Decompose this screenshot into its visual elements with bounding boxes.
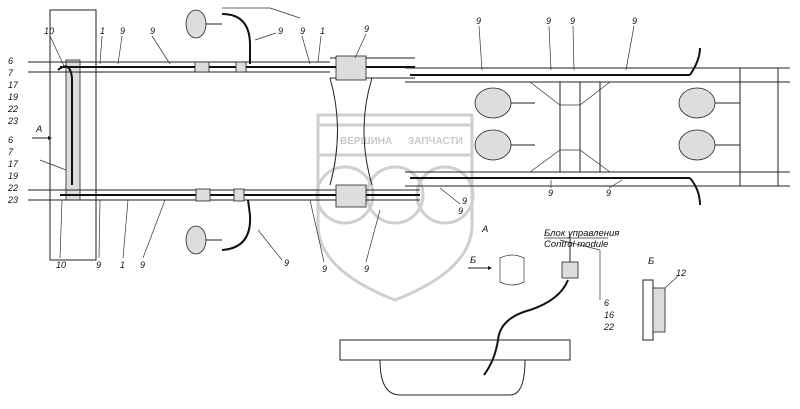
callout: 9 xyxy=(606,188,611,198)
callout: 9 xyxy=(278,26,283,36)
front-left-frame xyxy=(39,9,97,261)
watermark-shield: ВЕРШИНА ЗАПЧАСТИ xyxy=(315,113,475,302)
callout: 6 xyxy=(8,56,13,66)
callout: 23 xyxy=(7,116,18,126)
callout: 16 xyxy=(604,310,614,320)
callout: 10 xyxy=(44,26,54,36)
callout: 9 xyxy=(546,16,551,26)
callout: 9 xyxy=(458,206,463,216)
callout: 1 xyxy=(120,260,125,270)
callout: 9 xyxy=(462,196,467,206)
callout: 9 xyxy=(120,26,125,36)
callout: 19 xyxy=(8,171,18,181)
module-caption-en: Control module xyxy=(544,239,608,250)
view-a-label: A xyxy=(35,124,42,135)
callout: 7 xyxy=(8,68,14,78)
callout: 22 xyxy=(7,183,18,193)
callout: 22 xyxy=(603,322,614,332)
callout: 1 xyxy=(100,26,105,36)
view-b-arrow: Б xyxy=(468,255,492,270)
callout: 1 xyxy=(320,26,325,36)
callout: 9 xyxy=(632,16,637,26)
view-b-arrow-label: Б xyxy=(470,255,476,266)
callout: 6 xyxy=(8,135,13,145)
callout: 9 xyxy=(570,16,575,26)
callout: 9 xyxy=(322,264,327,274)
view-a-title: A xyxy=(481,224,488,235)
callout: 9 xyxy=(300,26,305,36)
callout: 9 xyxy=(364,264,369,274)
front-brake-chamber-bottom xyxy=(185,199,252,255)
callout: 17 xyxy=(8,80,19,90)
front-brake-chamber-top xyxy=(185,7,301,64)
callout: 7 xyxy=(8,147,14,157)
watermark-text-1: ВЕРШИНА xyxy=(340,136,392,147)
callout: 10 xyxy=(56,260,66,270)
callout: 6 xyxy=(604,298,609,308)
view-b-detail xyxy=(642,275,679,341)
top-brake-line xyxy=(28,55,415,81)
callout: 9 xyxy=(150,26,155,36)
callout-group-left-top: 6 7 17 19 22 23 xyxy=(7,56,19,126)
rear-brake-chambers xyxy=(474,87,740,161)
callout: 9 xyxy=(364,24,369,34)
callout: 17 xyxy=(8,159,19,169)
bottom-brake-line xyxy=(28,184,420,208)
view-a-arrow-left: A xyxy=(32,124,52,140)
callout: 12 xyxy=(676,268,686,278)
callout: 9 xyxy=(476,16,481,26)
callout: 9 xyxy=(548,188,553,198)
callout-group-left-mid: 6 7 17 19 22 23 xyxy=(7,135,19,205)
callout: 9 xyxy=(96,260,101,270)
callout: 23 xyxy=(7,195,18,205)
callout: 22 xyxy=(7,104,18,114)
callout: 9 xyxy=(284,258,289,268)
watermark-text-2: ЗАПЧАСТИ xyxy=(408,136,463,147)
callout: 19 xyxy=(8,92,18,102)
callout: 9 xyxy=(140,260,145,270)
module-caption-ru: Блок управления xyxy=(544,228,619,239)
view-b-title: Б xyxy=(648,256,654,267)
front-axle-link xyxy=(329,77,373,186)
rear-frame xyxy=(405,47,790,206)
control-module-view xyxy=(339,234,601,396)
